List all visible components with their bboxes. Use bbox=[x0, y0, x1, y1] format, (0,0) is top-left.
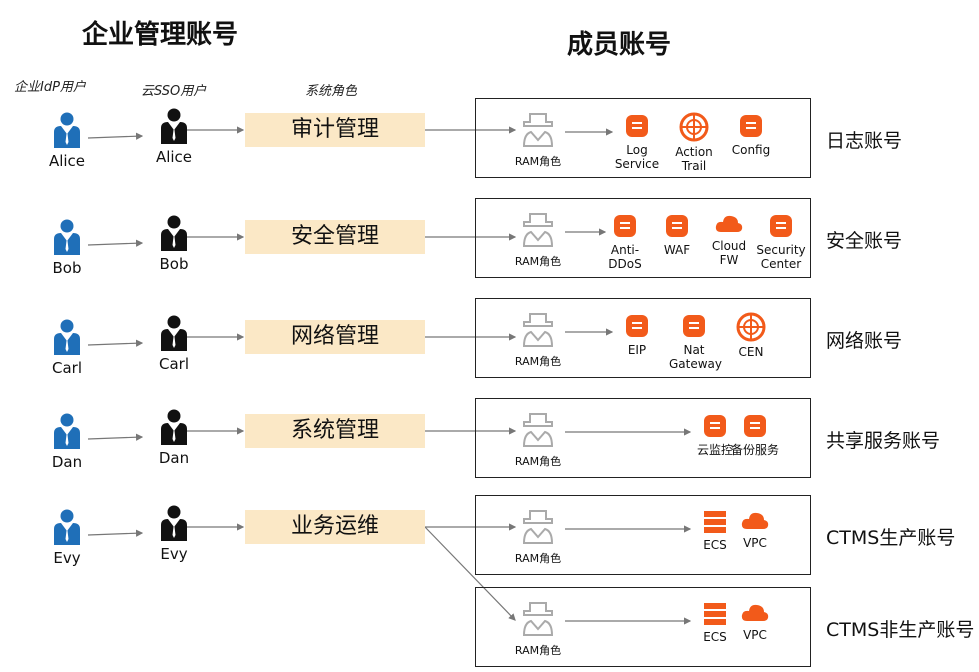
cloud-fw-icon bbox=[699, 212, 759, 239]
idp-user: Carl bbox=[37, 319, 97, 377]
ram-role: RAM角色 bbox=[508, 410, 568, 469]
account-name: 安全账号 bbox=[826, 230, 903, 252]
system-role-box: 网络管理 bbox=[245, 320, 425, 354]
idp-user: Evy bbox=[37, 509, 97, 567]
account-name: CTMS生产账号 bbox=[826, 527, 956, 549]
service-waf: WAF bbox=[647, 212, 707, 257]
ram-role: RAM角色 bbox=[508, 310, 568, 369]
ram-role: RAM角色 bbox=[508, 110, 568, 169]
config-icon bbox=[726, 112, 776, 143]
idp-user-icon bbox=[37, 413, 97, 453]
cloud-monitor-icon bbox=[690, 412, 740, 443]
service-vpc: VPC bbox=[730, 509, 780, 550]
system-role-header: 系统角色 bbox=[305, 84, 358, 99]
sso-user: Dan bbox=[144, 409, 204, 467]
idp-user-icon bbox=[37, 509, 97, 549]
backup-service-icon bbox=[730, 412, 780, 443]
member-account-box bbox=[475, 495, 811, 575]
system-role-box: 业务运维 bbox=[245, 510, 425, 544]
service-backup-service: 备份服务 bbox=[730, 412, 780, 457]
account-name: 共享服务账号 bbox=[826, 430, 941, 452]
sso-user: Carl bbox=[144, 315, 204, 373]
service-cloud-fw: Cloud FW bbox=[699, 212, 759, 267]
ram-role-icon bbox=[508, 110, 568, 153]
sso-user-icon bbox=[144, 505, 204, 545]
service-action-trail: Action Trail bbox=[669, 112, 719, 173]
idp-user-icon bbox=[37, 219, 97, 259]
log-service-icon bbox=[612, 112, 662, 143]
member-account-box bbox=[475, 98, 811, 178]
ecs-icon bbox=[690, 601, 740, 630]
service-security-center: Security Center bbox=[751, 212, 811, 271]
sso-user-icon bbox=[144, 108, 204, 148]
service-log-service: Log Service bbox=[612, 112, 662, 171]
system-role-box: 安全管理 bbox=[245, 220, 425, 254]
member-account-box bbox=[475, 198, 811, 278]
vpc-icon bbox=[730, 601, 780, 628]
ecs-icon bbox=[690, 509, 740, 538]
cen-icon bbox=[726, 312, 776, 345]
account-name: CTMS非生产账号 bbox=[826, 619, 975, 641]
sso-user: Evy bbox=[144, 505, 204, 563]
service-cloud-monitor: 云监控 bbox=[690, 412, 740, 457]
idp-user-icon bbox=[37, 319, 97, 359]
eip-icon bbox=[612, 312, 662, 343]
ram-role: RAM角色 bbox=[508, 507, 568, 566]
idp-user-header: 企业IdP用户 bbox=[14, 80, 86, 95]
idp-user: Bob bbox=[37, 219, 97, 277]
member-accounts-title: 成员账号 bbox=[567, 30, 672, 60]
vpc-icon bbox=[730, 509, 780, 536]
service-config: Config bbox=[726, 112, 776, 157]
service-vpc: VPC bbox=[730, 601, 780, 642]
ram-role-icon bbox=[508, 599, 568, 642]
service-nat-gateway: Nat Gateway bbox=[669, 312, 722, 371]
sso-user: Alice bbox=[144, 108, 204, 166]
ram-role-icon bbox=[508, 410, 568, 453]
system-role-box: 审计管理 bbox=[245, 113, 425, 147]
anti-ddos-icon bbox=[595, 212, 655, 243]
sso-user-icon bbox=[144, 315, 204, 355]
ram-role-icon bbox=[508, 210, 568, 253]
service-anti-ddos: Anti-DDoS bbox=[595, 212, 655, 271]
action-trail-icon bbox=[669, 112, 719, 145]
sso-user-icon bbox=[144, 409, 204, 449]
ram-role-icon bbox=[508, 310, 568, 353]
member-account-box bbox=[475, 298, 811, 378]
idp-user: Alice bbox=[37, 112, 97, 170]
enterprise-management-title: 企业管理账号 bbox=[82, 20, 239, 50]
sso-user-header: 云SSO用户 bbox=[141, 84, 207, 99]
idp-user: Dan bbox=[37, 413, 97, 471]
ram-role: RAM角色 bbox=[508, 599, 568, 658]
ram-role: RAM角色 bbox=[508, 210, 568, 269]
security-center-icon bbox=[751, 212, 811, 243]
sso-user: Bob bbox=[144, 215, 204, 273]
service-ecs: ECS bbox=[690, 601, 740, 644]
account-name: 网络账号 bbox=[826, 330, 903, 352]
member-account-box bbox=[475, 587, 811, 667]
service-cen: CEN bbox=[726, 312, 776, 359]
nat-gateway-icon bbox=[669, 312, 719, 343]
ram-role-icon bbox=[508, 507, 568, 550]
service-eip: EIP bbox=[612, 312, 662, 357]
waf-icon bbox=[647, 212, 707, 243]
member-account-box bbox=[475, 398, 811, 478]
service-ecs: ECS bbox=[690, 509, 740, 552]
idp-user-icon bbox=[37, 112, 97, 152]
system-role-box: 系统管理 bbox=[245, 414, 425, 448]
sso-user-icon bbox=[144, 215, 204, 255]
account-name: 日志账号 bbox=[826, 130, 903, 152]
